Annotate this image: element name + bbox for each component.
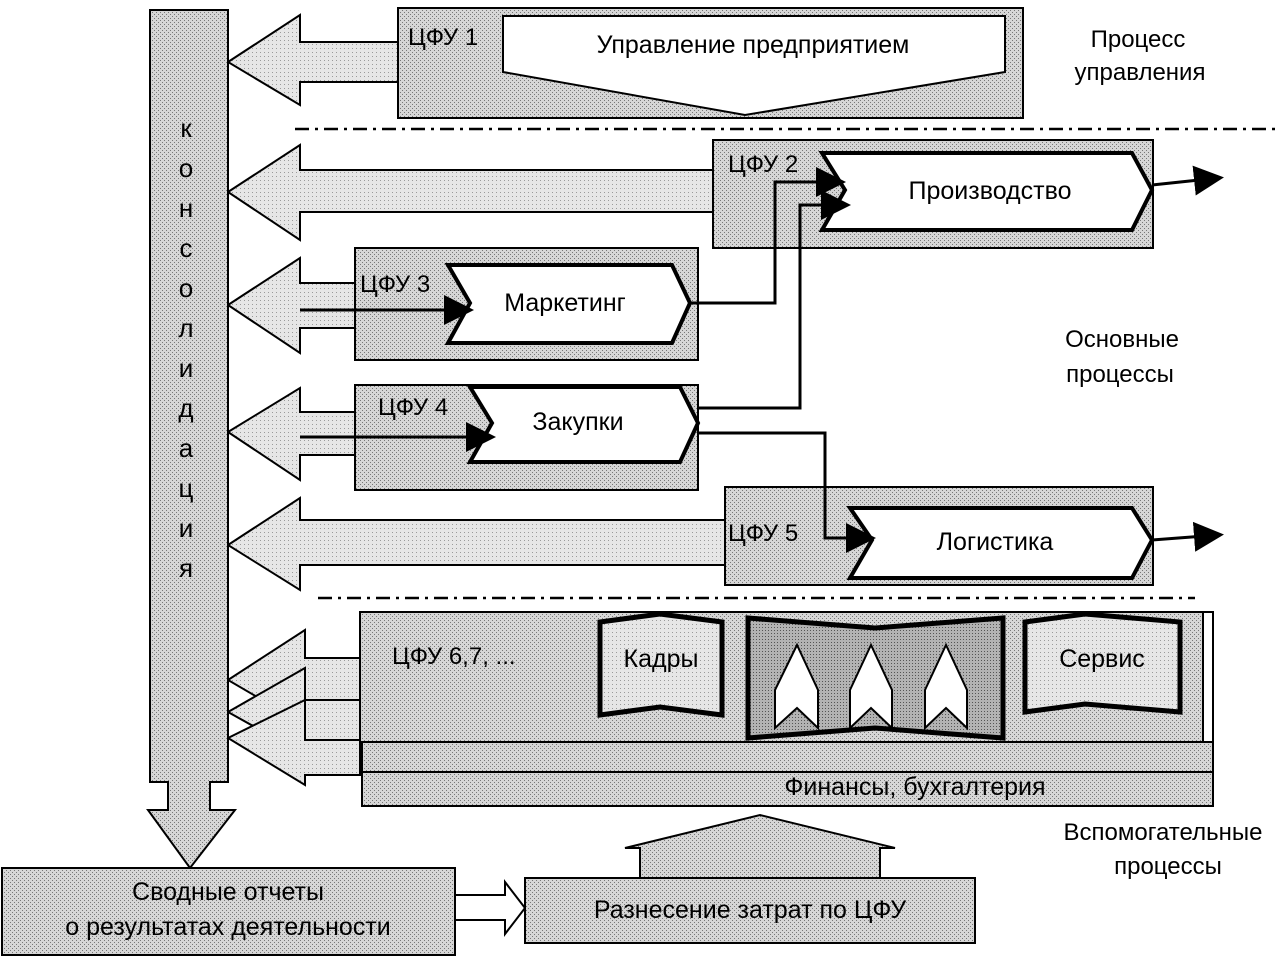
finance-bar bbox=[361, 771, 1214, 807]
consolidation-letter: д bbox=[178, 393, 193, 423]
arrow-cfu2 bbox=[226, 143, 716, 242]
arrow-cfu4 bbox=[226, 386, 356, 482]
cfu3-label: ЦФУ 3 bbox=[360, 271, 430, 298]
cfu1-box bbox=[502, 15, 1006, 117]
staff-box-text: Кадры bbox=[624, 645, 699, 673]
line-marketing-production bbox=[690, 167, 846, 305]
consolidation-letter: а bbox=[179, 433, 194, 463]
cfu2-label: ЦФУ 2 bbox=[728, 151, 798, 178]
line-purchasing-logistics bbox=[698, 431, 876, 553]
cfu2-box-text: Производство bbox=[908, 177, 1071, 205]
finance-bar-top bbox=[361, 741, 1214, 773]
consolidation-letter: к bbox=[180, 113, 192, 143]
arrow-cfu5 bbox=[226, 496, 726, 592]
consolidation-column bbox=[146, 9, 238, 870]
consolidation-letter: о bbox=[179, 153, 193, 183]
arrow-aux-3 bbox=[225, 698, 361, 787]
consolidation-letter: и bbox=[179, 353, 194, 383]
staff-box bbox=[597, 611, 725, 718]
consolidation-letter: ц bbox=[179, 473, 194, 503]
cfu6-label: ЦФУ 6,7, ... bbox=[392, 643, 516, 670]
cfu5-label: ЦФУ 5 bbox=[728, 520, 798, 547]
reports-text-1: Сводные отчеты bbox=[132, 878, 324, 906]
service-box bbox=[1022, 611, 1183, 715]
cfu1-label: ЦФУ 1 bbox=[408, 24, 478, 51]
chevron-1 bbox=[774, 642, 819, 731]
label-management-1: Процесс bbox=[1091, 26, 1186, 53]
consolidation-letter: я bbox=[179, 553, 193, 583]
line-logistics-out bbox=[1151, 521, 1224, 552]
arrow-cost-to-reports bbox=[454, 879, 527, 937]
label-management-2: управления bbox=[1075, 59, 1206, 86]
consolidation-letter: н bbox=[179, 193, 193, 223]
line-production-out bbox=[1151, 165, 1224, 196]
cfu4-label: ЦФУ 4 bbox=[378, 394, 448, 421]
reports-box bbox=[1, 867, 456, 956]
chevron-2 bbox=[849, 642, 893, 731]
cost-allocation-box bbox=[524, 877, 976, 944]
label-aux-1: Вспомогательные bbox=[1064, 819, 1263, 846]
cfu3-box-text: Маркетинг bbox=[504, 289, 626, 317]
arrow-cfu1 bbox=[226, 13, 399, 107]
cfu5-box-text: Логистика bbox=[937, 528, 1054, 556]
finance-text: Финансы, бухгалтерия bbox=[784, 773, 1045, 801]
cost-allocation-text: Разнесение затрат по ЦФУ bbox=[594, 896, 906, 924]
chevron-3 bbox=[924, 642, 968, 731]
arrow-cfu3 bbox=[226, 256, 356, 355]
label-main-2: процессы bbox=[1066, 361, 1174, 388]
consolidation-letters: к о н с о л и д а ц и я bbox=[178, 113, 193, 583]
label-aux-2: процессы bbox=[1114, 853, 1222, 880]
label-main-1: Основные bbox=[1065, 326, 1179, 353]
line-purchasing-production bbox=[698, 190, 851, 410]
cfu1-box-text: Управление предприятием bbox=[597, 31, 910, 59]
consolidation-letter: с bbox=[180, 233, 193, 263]
consolidation-letter: л bbox=[178, 313, 193, 343]
service-box-text: Сервис bbox=[1059, 645, 1145, 673]
consolidation-letter: и bbox=[179, 513, 194, 543]
consolidation-letter: о bbox=[179, 273, 193, 303]
cost-upward-arrow bbox=[624, 813, 896, 881]
cfu4-box-text: Закупки bbox=[532, 408, 623, 436]
reports-text-2: о результатах деятельности bbox=[65, 913, 390, 941]
